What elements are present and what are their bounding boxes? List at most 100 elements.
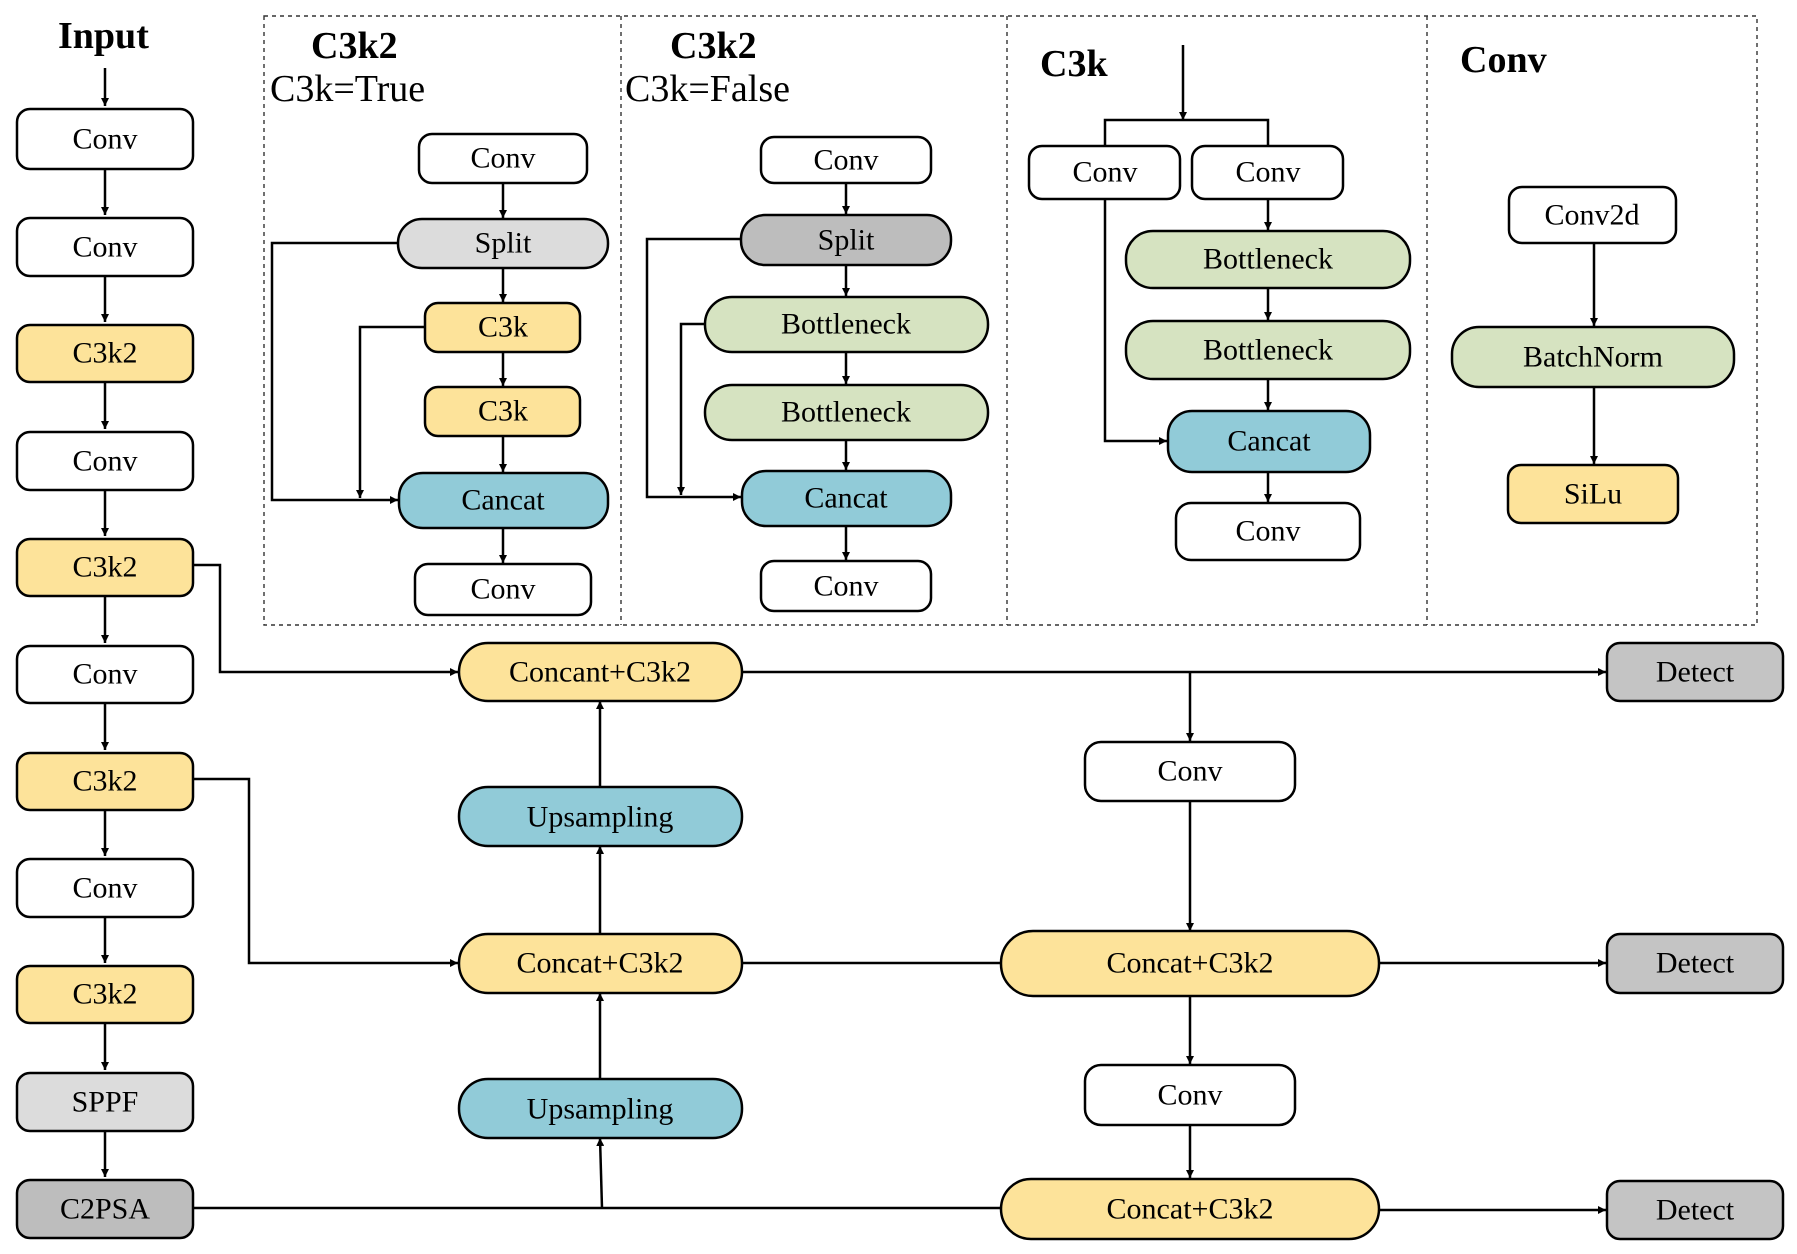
panel-c3k2-false-bottleneck-2: Bottleneck xyxy=(703,383,990,442)
panel-c3k2-true-conv-out: Conv xyxy=(413,562,593,617)
panel-conv-conv2d: Conv2d xyxy=(1507,185,1678,245)
node-label: C3k2 xyxy=(72,978,137,1011)
node-box xyxy=(423,385,582,438)
node-box xyxy=(15,964,195,1025)
node-box xyxy=(457,641,744,703)
panel-c3k2-false-bottleneck-1: Bottleneck xyxy=(703,295,990,354)
node-label: Bottleneck xyxy=(781,396,911,429)
node-label: Conv xyxy=(1072,156,1137,189)
node-label: C2PSA xyxy=(60,1193,150,1226)
node-box xyxy=(1027,144,1182,201)
backbone-node-c3k2-2: C3k2 xyxy=(15,537,195,598)
node-box xyxy=(1083,740,1297,803)
node-label: Concat+C3k2 xyxy=(517,947,684,980)
detect-head-mid: Detect xyxy=(1605,932,1785,995)
input-label: Input xyxy=(58,15,149,57)
node-label: Detect xyxy=(1656,1194,1735,1227)
panel-c3k-cancat: Cancat xyxy=(1166,409,1372,474)
node-box xyxy=(1605,641,1785,703)
node-label: Concant+C3k2 xyxy=(509,656,691,689)
node-box xyxy=(1507,185,1678,245)
backbone-node-c3k2-4: C3k2 xyxy=(15,964,195,1025)
panel-c3k2-true-subtitle: C3k=True xyxy=(270,68,425,110)
node-label: BatchNorm xyxy=(1523,341,1663,374)
node-label: C3k2 xyxy=(72,551,137,584)
node-label: C3k xyxy=(478,395,528,428)
node-box xyxy=(423,301,582,354)
detail-panels xyxy=(263,15,1758,626)
node-label: Conv xyxy=(1235,156,1300,189)
panel-c3k2-true-cancat: Cancat xyxy=(397,471,610,530)
node-label: Conv xyxy=(72,445,137,478)
detail-panels-frame xyxy=(263,15,1758,626)
panel-c3k-bottleneck-2: Bottleneck xyxy=(1124,319,1412,381)
panel-c3k2-false-conv-in: Conv xyxy=(759,135,933,185)
node-box xyxy=(1190,144,1345,201)
node-label: Conv xyxy=(813,570,878,603)
panel-c3k2-false-subtitle: C3k=False xyxy=(625,68,790,110)
node-box xyxy=(15,1178,195,1240)
backbone-node-conv-3: Conv xyxy=(15,430,195,492)
node-box xyxy=(1124,229,1412,290)
panel-conv-silu: SiLu xyxy=(1506,463,1680,525)
c3k-branch-lines xyxy=(1103,118,1270,145)
node-box xyxy=(1506,463,1680,525)
backbone-node-c3k2-3: C3k2 xyxy=(15,751,195,812)
panel-c3k-title: C3k xyxy=(1040,43,1108,85)
node-label: Conv xyxy=(72,231,137,264)
node-label: Conv xyxy=(470,142,535,175)
backbone-node-conv-5: Conv xyxy=(15,857,195,919)
panel-c3k2-false-split: Split xyxy=(739,213,953,267)
neck-node-upsampling-bottom: Upsampling xyxy=(457,1077,744,1140)
panel-c3k2-true-c3k-1: C3k xyxy=(423,301,582,354)
node-box xyxy=(703,295,990,354)
node-box xyxy=(15,430,195,492)
detect-head-bottom: Detect xyxy=(1605,1179,1785,1241)
panel-c3k-conv-out: Conv xyxy=(1174,501,1362,562)
node-label: Conv xyxy=(470,573,535,606)
neck-node-concat-mid: Concat+C3k2 xyxy=(457,932,744,995)
node-box xyxy=(413,562,593,617)
panel-conv-title: Conv xyxy=(1460,39,1547,81)
skip-c3k2-to-concat-top xyxy=(192,563,458,676)
node-box xyxy=(1124,319,1412,381)
node-box xyxy=(703,383,990,442)
node-box xyxy=(15,751,195,812)
c2psa-to-upsampling-arrow xyxy=(596,1137,605,1209)
node-box xyxy=(457,785,744,848)
panel-c3k-conv-left: Conv xyxy=(1027,144,1182,201)
backbone-node-conv-1: Conv xyxy=(15,107,195,171)
node-box xyxy=(759,135,933,185)
bottleneck-skip-arrow xyxy=(677,322,705,495)
panel-c3k2-true-title: C3k2 xyxy=(311,25,398,67)
split-skip-arrow xyxy=(645,237,741,501)
node-box xyxy=(999,929,1381,998)
node-box xyxy=(999,1177,1381,1241)
neck-node-concat-right-mid: Concat+C3k2 xyxy=(999,929,1381,998)
node-label: Conv2d xyxy=(1544,199,1639,232)
node-box xyxy=(15,323,195,384)
c3k-skip-arrow xyxy=(356,325,425,498)
node-box xyxy=(457,932,744,995)
panel-c3k2-true-c3k-2: C3k xyxy=(423,385,582,438)
node-box xyxy=(396,217,610,270)
node-box xyxy=(417,132,589,185)
node-label: C3k2 xyxy=(72,765,137,798)
node-label: Cancat xyxy=(461,484,545,517)
backbone-node-conv-4: Conv xyxy=(15,644,195,705)
node-box xyxy=(15,1071,195,1133)
node-box xyxy=(1083,1063,1297,1127)
connector-lines xyxy=(101,45,1606,1214)
node-label: Conv xyxy=(1157,755,1222,788)
node-box xyxy=(15,537,195,598)
node-label: Cancat xyxy=(1227,425,1311,458)
panel-c3k-bottleneck-1: Bottleneck xyxy=(1124,229,1412,290)
panel-c3k-conv-right: Conv xyxy=(1190,144,1345,201)
node-label: Cancat xyxy=(804,482,888,515)
node-box xyxy=(397,471,610,530)
panel-conv-batchnorm: BatchNorm xyxy=(1450,325,1736,389)
node-label: Bottleneck xyxy=(781,308,911,341)
node-label: C3k xyxy=(478,311,528,344)
node-label: SiLu xyxy=(1564,478,1622,511)
